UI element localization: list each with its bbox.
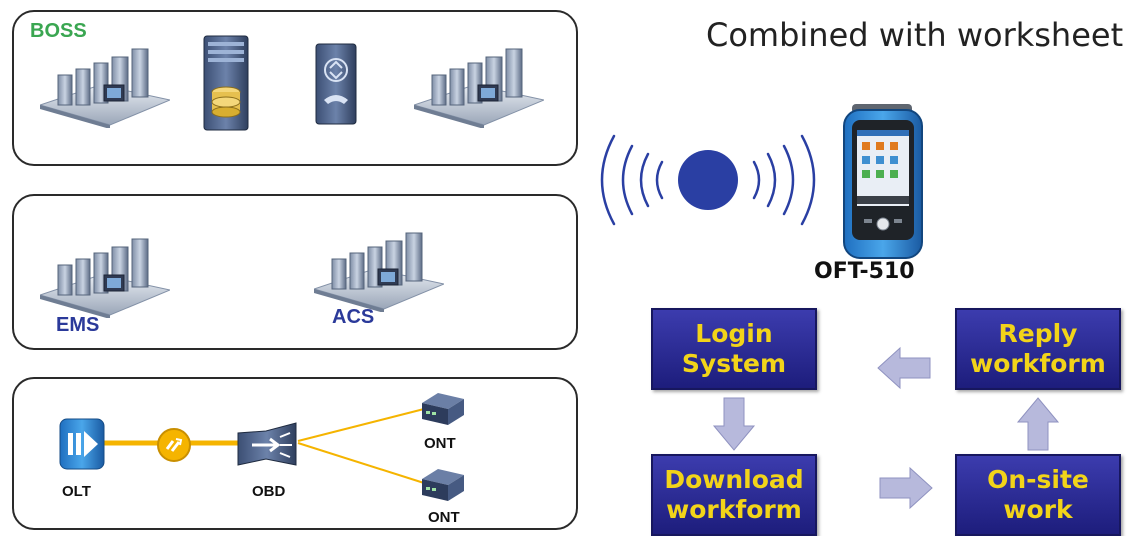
- reply-workform-label: Reply workform: [970, 319, 1106, 378]
- download-workform-label: Download workform: [664, 465, 804, 524]
- acs-label: ACS: [332, 306, 375, 328]
- handheld-tester-icon: [843, 104, 923, 259]
- connector-icon: [157, 428, 191, 462]
- ont-icon: [422, 469, 464, 501]
- arrow-left-icon: [877, 346, 931, 390]
- wireless-signal-icon: [600, 134, 816, 226]
- olt-label: OLT: [62, 483, 91, 500]
- arrow-up-icon: [1016, 397, 1060, 451]
- management-layer-panel: EMS ACS: [12, 194, 578, 350]
- server-cluster-icon: [40, 42, 170, 128]
- olt-icon: [59, 418, 105, 470]
- onsite-work-step: On-site work: [955, 454, 1121, 536]
- boss-label: BOSS: [30, 20, 87, 42]
- ont-icon: [422, 393, 464, 425]
- splitter-icon: [237, 422, 297, 466]
- database-server-icon: [203, 35, 249, 131]
- login-system-label: Login System: [681, 319, 787, 378]
- telephony-switch-icon: [315, 43, 357, 125]
- arrow-down-icon: [712, 397, 756, 451]
- obd-label: OBD: [252, 483, 286, 500]
- server-cluster-icon: [414, 42, 544, 128]
- download-workform-step: Download workform: [651, 454, 817, 536]
- boss-layer-panel: BOSS: [12, 10, 578, 166]
- access-network-panel: OLT OBD ONT ONT: [12, 377, 578, 530]
- server-cluster-icon: [40, 232, 170, 318]
- reply-workform-step: Reply workform: [955, 308, 1121, 390]
- login-system-step: Login System: [651, 308, 817, 390]
- device-model-label: OFT-510: [814, 259, 915, 284]
- server-cluster-icon: [314, 226, 444, 312]
- arrow-right-icon: [879, 466, 933, 510]
- ont-top-label: ONT: [424, 435, 456, 452]
- ont-bottom-label: ONT: [428, 509, 460, 526]
- diagram-title: Combined with worksheet: [706, 16, 1124, 54]
- ems-label: EMS: [56, 314, 100, 336]
- onsite-work-label: On-site work: [987, 465, 1089, 524]
